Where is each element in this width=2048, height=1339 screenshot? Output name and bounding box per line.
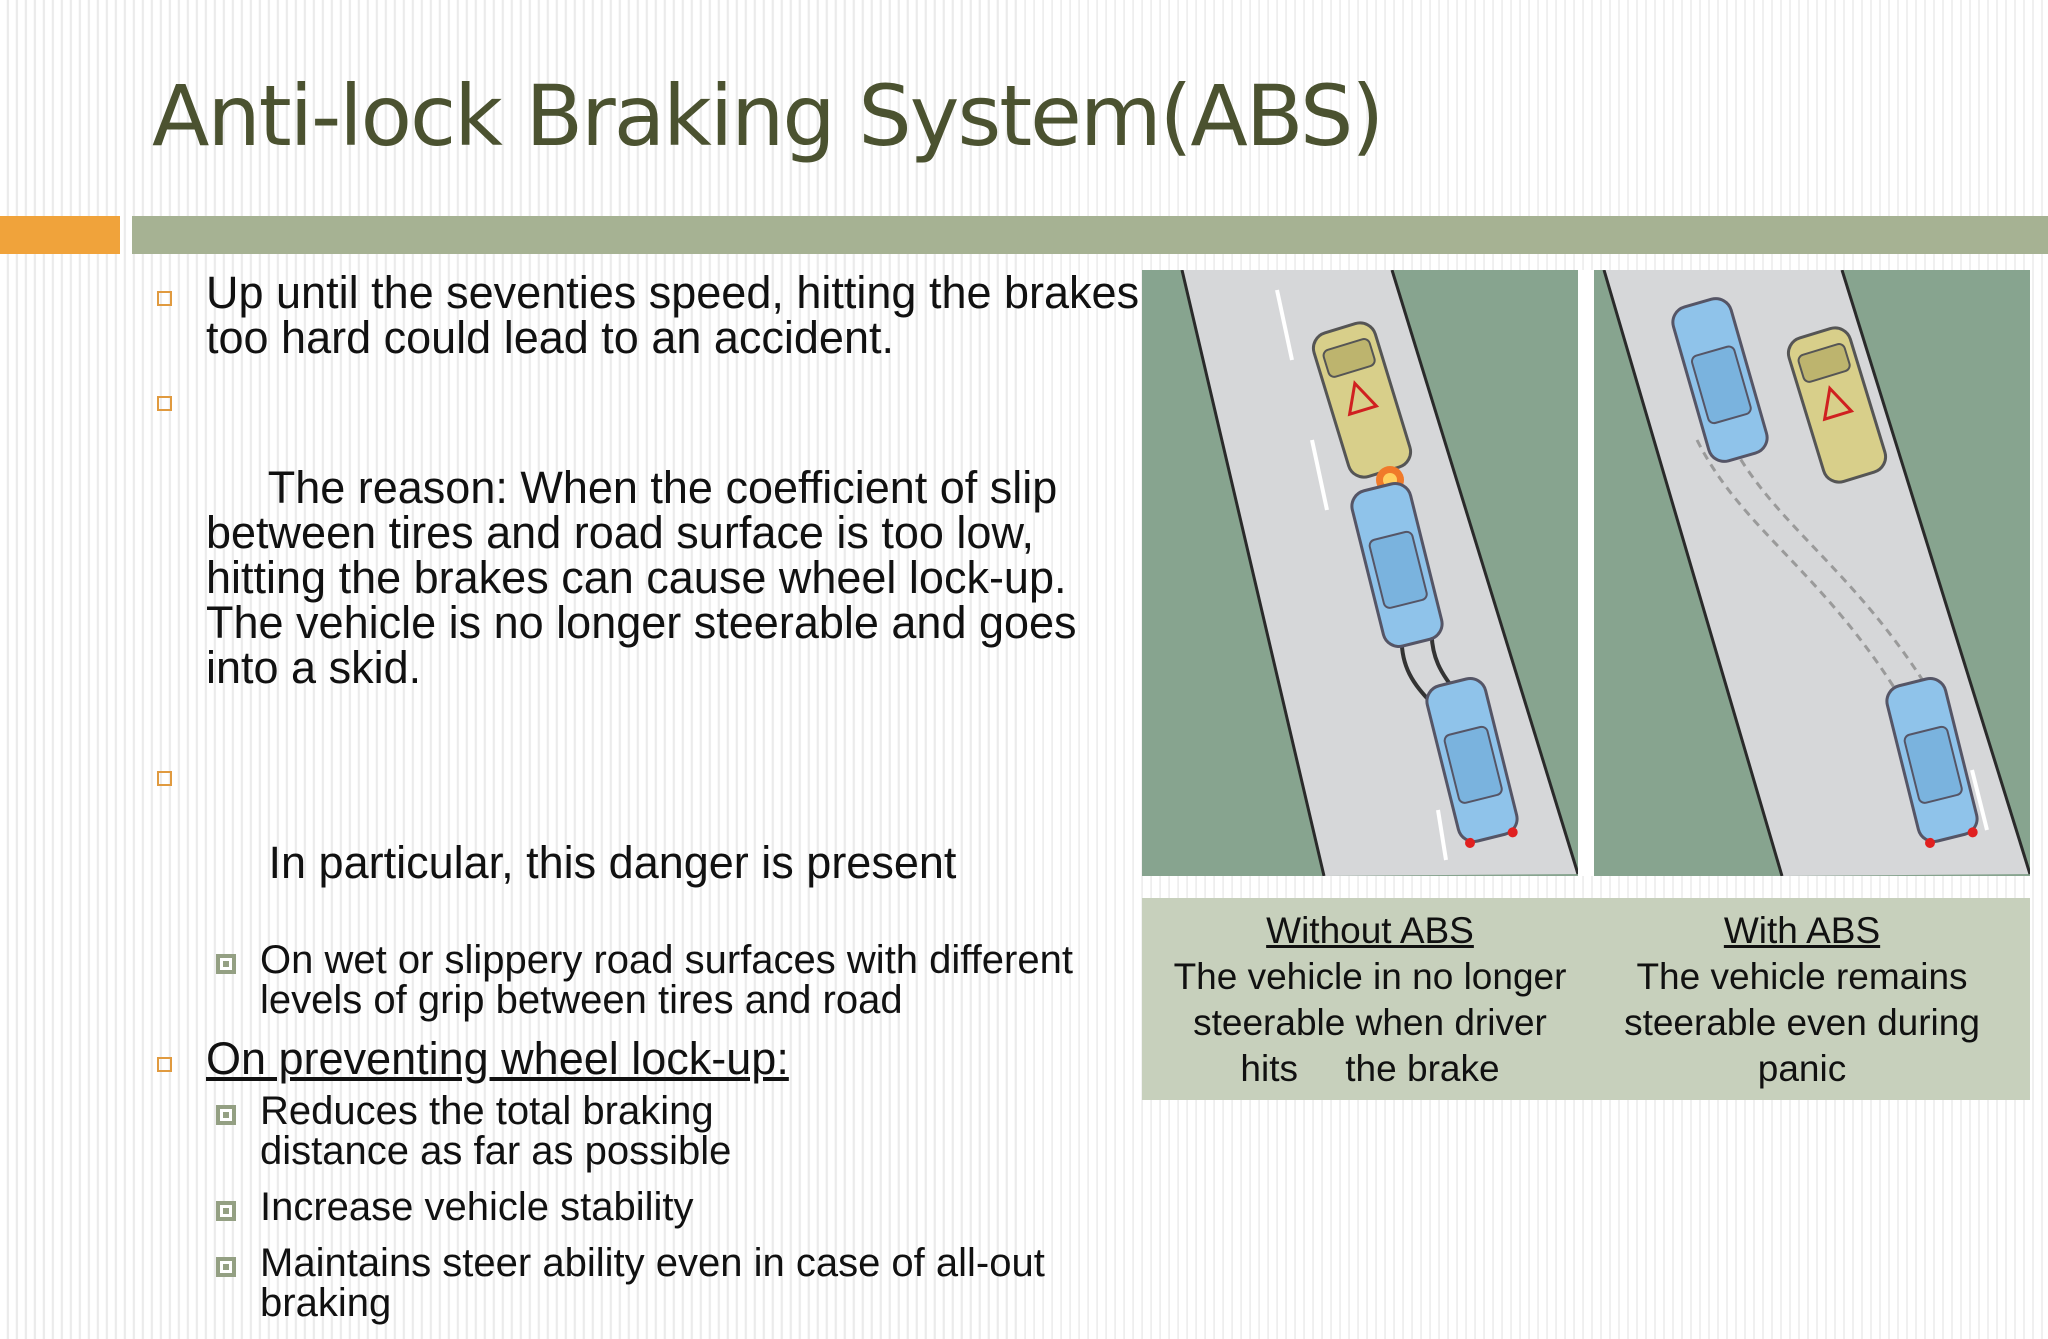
- square-bullet-icon: [157, 291, 172, 306]
- without-abs-panel: [1142, 270, 1580, 876]
- caption-heading: With ABS: [1723, 910, 1881, 951]
- bullet-item: On preventing wheel lock-up:: [150, 1036, 1140, 1081]
- square-sub-bullet-icon: [216, 1257, 236, 1277]
- sub-bullet-text: On wet or slippery road surfaces with di…: [260, 938, 1073, 1022]
- sub-bullet-item: Reduces the total braking distance as fa…: [150, 1091, 1140, 1171]
- yellow-car-icon: [1786, 326, 1888, 484]
- blue-car-icon: [1425, 677, 1519, 848]
- square-bullet-icon: [157, 771, 172, 786]
- bullet-list: Up until the seventies speed, hitting th…: [150, 270, 1140, 1339]
- blue-car-icon: [1885, 677, 1979, 848]
- slide-title: Anti-lock Braking System(ABS): [152, 67, 1384, 165]
- caption-with-abs: With ABS The vehicle remains steerable e…: [1586, 898, 2030, 1100]
- sub-bullet-text: Increase vehicle stability: [260, 1185, 694, 1229]
- sub-bullet-text: Reduces the total braking distance as fa…: [260, 1089, 732, 1173]
- caption-body: The vehicle remains steerable even durin…: [1624, 956, 1980, 1089]
- sub-bullet-item: Increase vehicle stability: [150, 1187, 1140, 1227]
- square-sub-bullet-icon: [216, 954, 236, 974]
- square-bullet-icon: [157, 396, 172, 411]
- bullet-text: On preventing wheel lock-up:: [206, 1033, 789, 1084]
- caption-body: The vehicle in no longer steerable when …: [1173, 956, 1567, 1089]
- square-sub-bullet-icon: [216, 1105, 236, 1125]
- bullet-item: The reason: When the coefficient of slip…: [150, 375, 1140, 735]
- bullet-item: Up until the seventies speed, hitting th…: [150, 270, 1140, 360]
- abs-comparison-illustration: [1142, 270, 2030, 876]
- caption-without-abs: Without ABS The vehicle in no longer ste…: [1142, 898, 1586, 1100]
- title-accent-bar-green: [132, 216, 2048, 254]
- bullet-text: The reason: When the coefficient of slip…: [206, 462, 1090, 693]
- with-abs-panel: [1594, 270, 2030, 876]
- sub-bullet-item: On wet or slippery road surfaces with di…: [150, 940, 1140, 1020]
- illustration-captions: Without ABS The vehicle in no longer ste…: [1142, 898, 2030, 1100]
- bullet-text: Up until the seventies speed, hitting th…: [206, 267, 1140, 363]
- bullet-text: In particular, this danger is present: [256, 837, 957, 888]
- caption-heading: Without ABS: [1266, 910, 1474, 951]
- blue-car-icon: [1350, 482, 1444, 648]
- title-accent-bar-orange: [0, 216, 120, 254]
- sub-bullet-item: Maintains steer ability even in case of …: [150, 1243, 1140, 1323]
- sub-bullet-text: Maintains steer ability even in case of …: [260, 1241, 1045, 1325]
- square-bullet-icon: [157, 1057, 172, 1072]
- square-sub-bullet-icon: [216, 1201, 236, 1221]
- blue-car-icon: [1671, 297, 1769, 463]
- bullet-item: In particular, this danger is present: [150, 750, 1140, 930]
